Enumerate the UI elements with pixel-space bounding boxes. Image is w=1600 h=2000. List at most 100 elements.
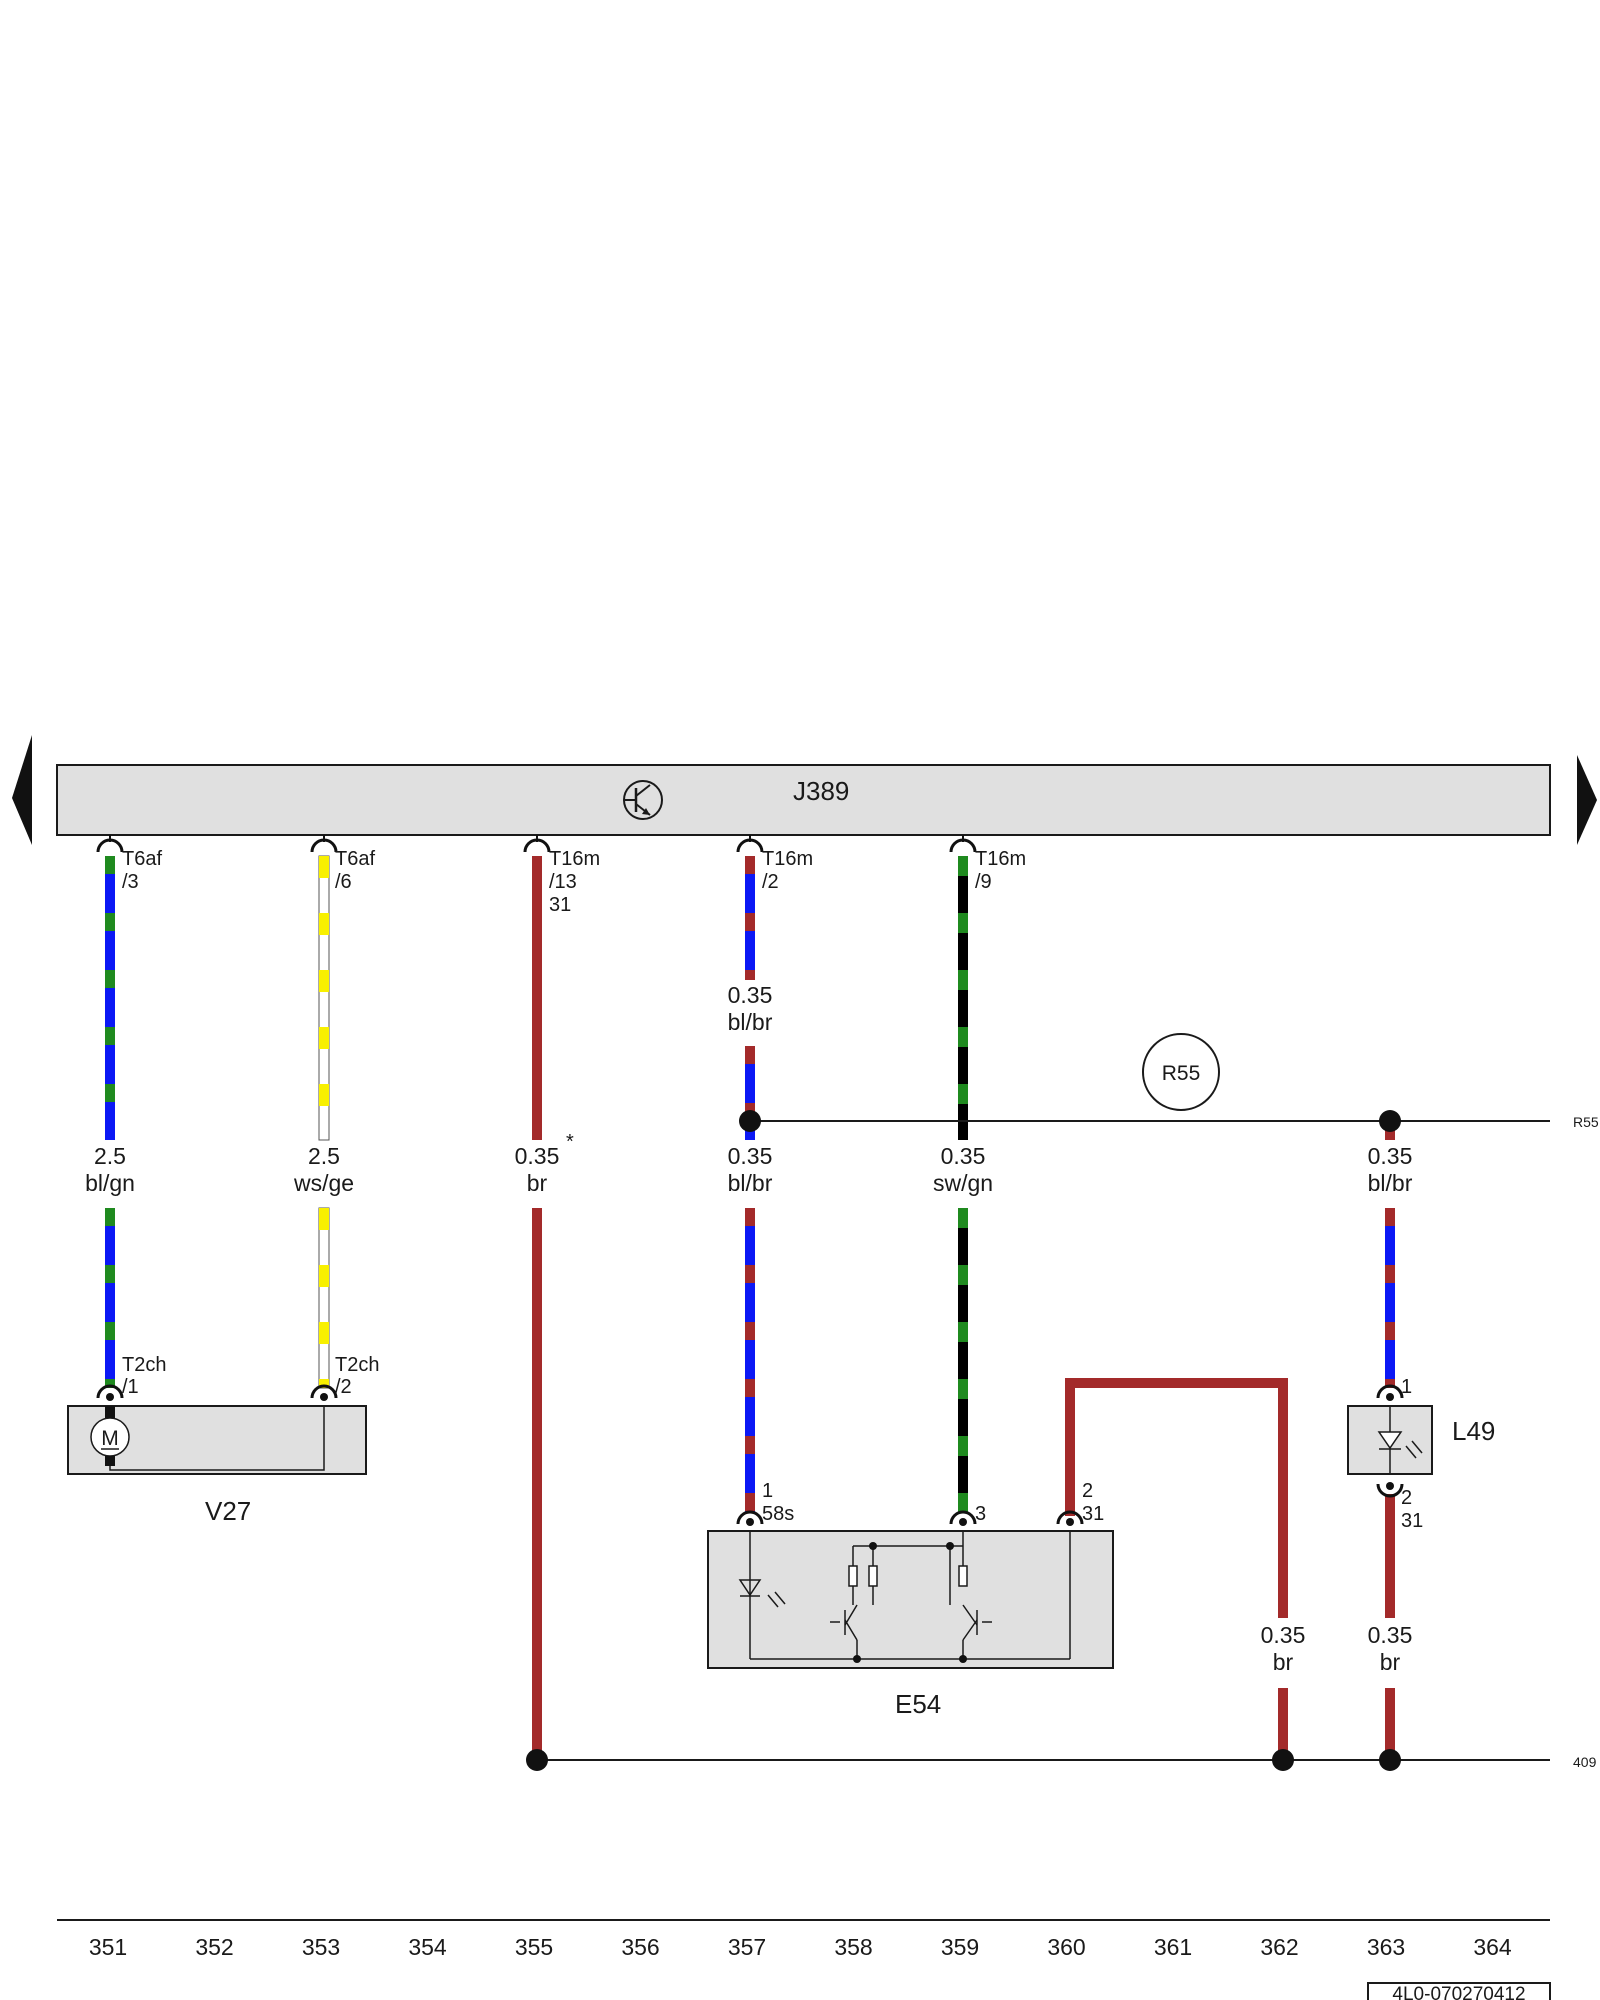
wire-note: * [566,1131,574,1153]
bulb-led-icon [1377,1406,1423,1474]
bus-lines [526,1110,1550,1771]
wire-stripe [1385,1322,1395,1340]
wire-color: ws/ge [293,1170,354,1196]
motor-symbol: M [101,1427,119,1450]
component-l49: L49 [1347,1405,1495,1475]
column-number: 354 [408,1934,447,1960]
previous-page-arrow-icon[interactable] [12,735,32,845]
wire-size: 0.35 [728,982,773,1008]
wire-stripe [745,856,755,874]
column-number: 364 [1473,1934,1512,1960]
wire-stripe [958,1084,968,1104]
wire-stripe [745,1265,755,1283]
wire-stripe [745,1046,755,1064]
column-number: 358 [834,1934,872,1960]
wire-stripe [319,970,329,992]
wire-stripe [105,970,115,988]
control-unit-label: J389 [793,776,849,806]
connector-terminal: 31 [1082,1503,1104,1525]
component-v27-label: V27 [205,1496,251,1526]
column-number: 361 [1154,1934,1192,1960]
wire-stripe [958,1436,968,1456]
wire-segment [958,1208,968,1512]
r55-reference[interactable]: R55 [1142,1033,1220,1111]
wire-stripe [958,913,968,933]
wire-stripe [958,1265,968,1285]
connector-labels: T6af /3 T6af /6 T16m /13 31 T16m /2 T16m… [122,848,1423,1532]
connector-pin: /13 [549,871,577,893]
r55-edge-reference[interactable]: R55 [1573,1114,1599,1130]
connector-pin: /9 [975,871,992,893]
wire-stripe [319,1084,329,1106]
wire-stripe [745,1322,755,1340]
wire-stripe [319,1027,329,1049]
wire-stripe [105,1265,115,1283]
connector-pin: 2 [1401,1487,1412,1509]
document-number-text: 4L0-070270412 [1392,1984,1525,2000]
ground-edge-reference[interactable]: 409 [1573,1754,1597,1770]
column-number: 363 [1367,1934,1405,1960]
component-l49-label: L49 [1452,1416,1495,1446]
wire-stripe [105,1084,115,1102]
column-number: 351 [89,1934,127,1960]
connector-pin: /3 [122,871,139,893]
connector-name: T6af [122,848,162,870]
connector-name: T2ch [122,1354,166,1376]
wire-stripe [958,856,968,876]
wire-color: br [1380,1649,1401,1675]
wire-stripe [105,1208,115,1226]
wire-size: 0.35 [515,1143,560,1169]
connector-pin: 2 [1082,1480,1093,1502]
junction-dot [1379,1110,1401,1132]
wire-segment [105,1208,115,1388]
column-number: 356 [621,1934,659,1960]
wire-color: bl/br [1368,1170,1413,1196]
ground-junction-dot [526,1749,548,1771]
column-number: 353 [302,1934,340,1960]
column-number: 359 [941,1934,979,1960]
wire-stripe [319,913,329,935]
wire-stripe [319,1379,329,1388]
wire-color: br [1273,1649,1294,1675]
junction-dot [739,1110,761,1132]
connector-terminal: 31 [1401,1510,1423,1532]
connector-name: T16m [762,848,813,870]
wire-color: bl/gn [85,1170,135,1196]
r55-circle-label: R55 [1162,1062,1201,1085]
connector-pin: /6 [335,871,352,893]
led-indicator-icon [738,1579,786,1608]
wire-size: 0.35 [728,1143,773,1169]
connector-plug-icon [1376,1483,1404,1498]
connector-plug-icon [1376,1384,1404,1399]
wire-segment [532,1208,542,1760]
connector-plug-icon [736,1510,764,1525]
connector-plug-icon [1056,1510,1084,1525]
connector-plug-icon [949,1510,977,1525]
connector-plug-icon [310,1384,338,1399]
connector-pin: 1 [1401,1376,1412,1398]
wire-strips [105,855,1395,1760]
control-unit-j389: J389 [56,764,1551,836]
wire-stripe [958,1493,968,1512]
connector-plug-icon [96,1384,124,1399]
connector-name: T2ch [335,1354,379,1376]
wire-segment [1065,1378,1288,1388]
connector-pin: /1 [122,1376,139,1398]
wire-size: 0.35 [1368,1143,1413,1169]
wire-segment [318,1207,330,1389]
component-e54: E54 [707,1530,1114,1719]
wire-size: 0.35 [1261,1622,1306,1648]
wire-stripe [105,1322,115,1340]
wire-stripe [1385,1208,1395,1226]
wire-segment [1385,1208,1395,1388]
wire-stripe [1385,1379,1395,1388]
wire-segment [1278,1688,1288,1760]
wire-segment [1278,1378,1288,1618]
document-number: 4L0-070270412 [1367,1982,1551,2000]
connector-pin: 1 [762,1480,773,1502]
component-v27: M V27 [67,1405,367,1526]
ground-junction-dot [1272,1749,1294,1771]
wire-size: 0.35 [941,1143,986,1169]
next-page-arrow-icon[interactable] [1577,755,1597,845]
